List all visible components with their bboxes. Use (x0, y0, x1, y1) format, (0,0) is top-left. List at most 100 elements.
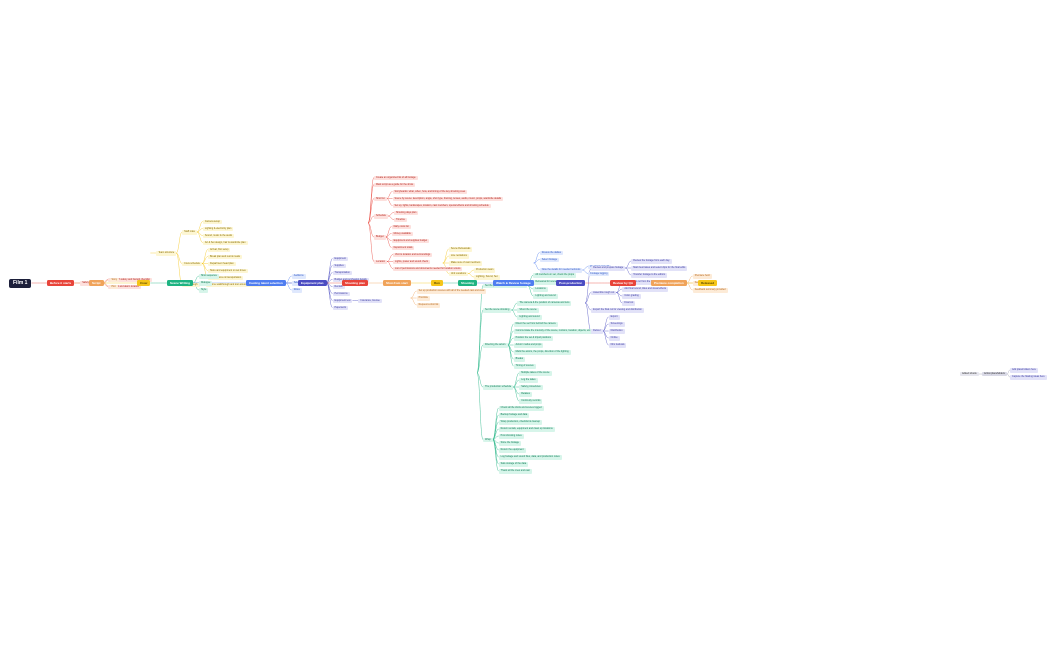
node-wrap[interactable]: Wrap (483, 437, 493, 442)
node-deliver[interactable]: Deliver (591, 329, 603, 334)
node-camera-setup[interactable]: Camera setup (202, 219, 222, 224)
node-equipment[interactable]: Equipment (332, 256, 348, 261)
node-storyboards-what-when-how-and-timing-of-[interactable]: Storyboards: what, when, how, and timing… (392, 189, 468, 194)
node-wrap-production-checklist-cleanup[interactable]: Wrap production, checklist & cleanup (498, 420, 542, 425)
node-start-with-safety-and-hazard-checklist[interactable]: Start with safety and hazard checklist (108, 277, 152, 282)
node-screenings[interactable]: Screenings (608, 322, 625, 327)
node-mark-script-as-a-guide-for-the-shots[interactable]: Mark script as a guide for the shots (374, 182, 416, 187)
node-footage-logging[interactable]: Footage logging (588, 271, 610, 276)
node-auditions[interactable]: Auditions (291, 274, 306, 279)
node-rentals[interactable]: Rentals (332, 284, 345, 289)
node-note-the-details-for-needed-reshoots[interactable]: Note the details for needed reshoots (539, 268, 583, 273)
node-arrival-first-setup[interactable]: Arrival, first setup (207, 247, 231, 252)
node-plot[interactable]: Plot (109, 284, 118, 289)
node-maintenance-transportation[interactable]: Maintenance & transportation (207, 275, 244, 280)
floating-item[interactable]: Add placeholders here (1010, 368, 1038, 373)
node-equipment-test[interactable]: Equipment test (332, 298, 353, 303)
node-review-the-footage-from-each-day[interactable]: Review the footage from each day (631, 259, 672, 264)
node-shooting-days-plan[interactable]: Shooting days plan (393, 210, 419, 215)
node-retakes[interactable]: Retakes (519, 392, 532, 397)
node-store-and-equipment-on-set-times[interactable]: Store and equipment on set times (207, 268, 248, 273)
node-premiere-held[interactable]: Premiere held (692, 274, 712, 279)
node-add-final-sound-titles-and-visual-effect[interactable]: Add final sound, titles and visual effec… (622, 287, 669, 292)
node-scene-by-scene-description-angle-shot-ty[interactable]: Scene by scene: description, angle, shot… (392, 196, 504, 201)
node-location[interactable]: Location (374, 259, 388, 264)
node-mark-the-actors-the-props-direction-of-t[interactable]: Mark the actors, the props, direction of… (513, 350, 571, 355)
node-export-the-final-cut-for-viewing-and-dis[interactable]: Export the final cut for viewing and dis… (591, 308, 644, 313)
stage-released[interactable]: Released (698, 280, 718, 287)
node-set-up-lights-landscapes-location-cast-m[interactable]: Set up, lights, landscapes, location, ca… (392, 203, 491, 208)
node-staff-roles[interactable]: Staff roles (182, 230, 197, 235)
node-thank-all-the-crew-and-cast[interactable]: Thank all the crew and cast (498, 469, 532, 474)
stage-scene-writing[interactable]: Scene Writing (167, 280, 193, 287)
node-department-totals[interactable]: Department totals (391, 245, 415, 250)
node-make-sure-of-cast-members[interactable]: Make sure of cast members (448, 261, 483, 266)
node-budget-and-purchasing-details[interactable]: Budget and purchasing details (332, 277, 369, 282)
node-scene-rehearsals[interactable]: Scene Rehearsals (448, 247, 473, 252)
node-dialogue[interactable]: Dialogue (198, 281, 213, 286)
stage-script[interactable]: Script (89, 280, 104, 287)
node-color-grading[interactable]: Color grading (622, 294, 641, 299)
node-review-and-prepare-footage[interactable]: Review and prepare footage (591, 266, 626, 271)
node-continuity-records[interactable]: Continuity records (519, 399, 543, 404)
node-shot-list[interactable]: Shot list (374, 196, 387, 201)
node-visit-to-location-and-surroundings[interactable]: Visit to location and surroundings (393, 252, 433, 257)
node-fire-exit-and-alarm-location[interactable]: Fire exit and alarm location (108, 284, 142, 289)
stage-shot-from-start[interactable]: Shot-from start (383, 280, 411, 287)
node-timing-of-scenes[interactable]: Timing of scenes (513, 364, 536, 369)
node-directing-the-actors[interactable]: Directing the actors (483, 343, 508, 348)
node-log-footage-and-sound-files-data-and-pro[interactable]: Log footage and sound files, data, and p… (498, 455, 562, 460)
node-the-camera-the-position-of-cameras-and-l[interactable]: The camera & the position of cameras and… (517, 301, 572, 306)
node-department-head-plan[interactable]: Department head plan (207, 261, 236, 266)
stage-before-it-starts[interactable]: Before it starts (47, 280, 75, 287)
stage-crew[interactable]: Crew (137, 280, 151, 287)
node-check-all-the-shots-and-scenes-logged[interactable]: Check all the shots and scenes logged (498, 406, 544, 411)
node-line-recitations[interactable]: Line recitations (448, 254, 469, 259)
root-node[interactable]: Film 1 (9, 278, 32, 288)
node-the-production-schedule[interactable]: The production schedule (483, 385, 514, 390)
node-team-structure[interactable]: Team structure (156, 251, 177, 256)
node-crew-schedule[interactable]: Crew schedule (182, 261, 202, 266)
node-production-team[interactable]: Production team (474, 268, 496, 273)
node-art-set-design-hair-wardrobe-plan[interactable]: Art & Set design, hair & wardrobe plan (202, 240, 248, 245)
node-roles[interactable]: Roles (291, 288, 302, 293)
node-safe-storage-of-the-data[interactable]: Safe storage of the data (498, 462, 529, 467)
node-breaks[interactable]: Breaks (513, 357, 526, 362)
node-lighting-sound-set[interactable]: Lighting, Sound, Set (474, 275, 500, 280)
node-assemble-rough-cut[interactable]: Assemble rough cut (591, 290, 617, 295)
stage-casting-talent-selection[interactable]: Casting talent selection (246, 280, 286, 287)
node-unit-locations[interactable]: Unit Locations (448, 271, 468, 276)
node-schedule[interactable]: Schedule (374, 214, 388, 219)
node-shot-sequence[interactable]: Shot sequence (198, 274, 219, 279)
node-transfer-footage-to-the-editors[interactable]: Transfer footage to the editors (631, 273, 668, 278)
node-feedback-summary-provided[interactable]: Feedback summary provided (692, 288, 728, 293)
node-set-up-production-scenes-with-all-of-the[interactable]: Set up production scenes with all of the… (416, 289, 487, 294)
node-shoot-the-scene[interactable]: Shoot the scene (517, 308, 539, 313)
node-distribution[interactable]: Distribution (608, 329, 625, 334)
node-insurance-license[interactable]: Insurance, license (358, 298, 382, 303)
node-position-the-set-tripod-positions[interactable]: Position the set & tripod positions (513, 336, 553, 341)
node-communicate-the-intensity-of-the-scene-m[interactable]: Communicate the intensity of the scene, … (513, 329, 593, 334)
stage-shooting[interactable]: Shooting (458, 280, 477, 287)
node-multiple-takes-of-the-scene[interactable]: Multiple takes of the scene (519, 371, 552, 376)
node-post-shooting-notes[interactable]: Post shooting notes (498, 434, 524, 439)
node-safety-procedures[interactable]: Safety procedures (519, 385, 543, 390)
floating-item[interactable]: Capture the floating ideas here (1010, 375, 1047, 380)
node-return-the-equipment[interactable]: Return the equipment (498, 448, 526, 453)
stage-equipment-plan[interactable]: Equipment plan (298, 280, 327, 287)
stage-premiere-completion[interactable]: Premiere completion (651, 280, 687, 287)
node-paperwork[interactable]: Paperwork (332, 305, 348, 310)
node-mark-best-takes-and-select-clips-for-the[interactable]: Mark best takes and select clips for the… (631, 266, 688, 271)
stage-shooting-plan[interactable]: Shooting plan (342, 280, 368, 287)
node-export[interactable]: Export (608, 315, 620, 320)
node-timeline[interactable]: Timeline (393, 217, 407, 222)
stage-review-by-qa[interactable]: Review by QA (610, 280, 637, 287)
node-return-rentals-equipment-and-clean-up-lo[interactable]: Return rentals, equipment and clean up l… (498, 427, 555, 432)
stage-post-production[interactable]: Post-production (556, 280, 586, 287)
node-on-time-walkthrough-and-tour-around-the-[interactable]: On-time walkthrough and tour around the … (205, 282, 272, 287)
node-store-the-footage[interactable]: Store the footage (498, 441, 522, 446)
node-online[interactable]: Online (608, 336, 620, 341)
node-actors-marks-and-props[interactable]: Actors' marks and props (513, 343, 544, 348)
node-request-a-shot-list[interactable]: Request a shot list (416, 303, 441, 308)
